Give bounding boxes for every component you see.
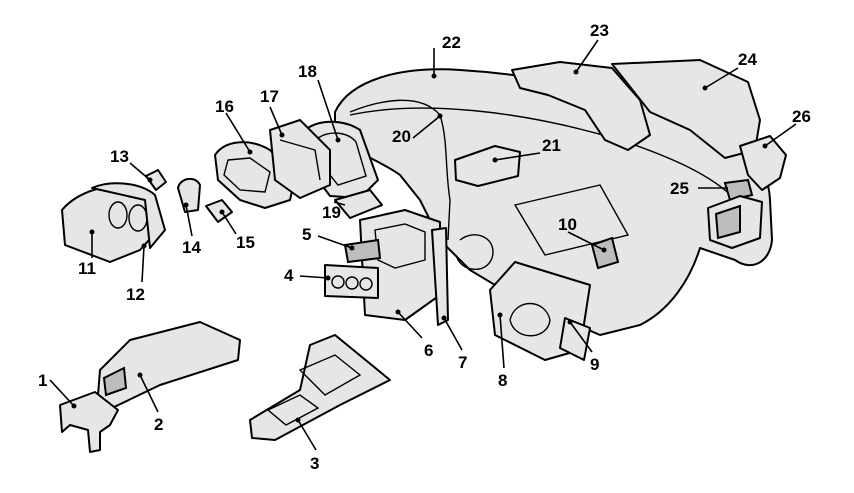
- callout-26: 26: [792, 107, 811, 126]
- switch-knob: [205, 199, 233, 223]
- callout-12: 12: [126, 285, 145, 304]
- glovebox-vent: [590, 236, 620, 270]
- callout-3: 3: [310, 454, 319, 473]
- center-console: [249, 334, 391, 441]
- callout-21: 21: [542, 136, 561, 155]
- air-duct-side: [611, 59, 787, 191]
- small-clip: [145, 169, 167, 191]
- callout-16: 16: [215, 97, 234, 116]
- callout-8: 8: [498, 371, 507, 390]
- callout-1: 1: [38, 371, 47, 390]
- lower-console-box: [489, 261, 591, 361]
- leader-lines: [49, 39, 797, 451]
- callout-25: 25: [670, 179, 689, 198]
- callout-6: 6: [424, 341, 433, 360]
- callout-labels: 1 2 3 4 5 6 7 8 9 10 11 12 13 14 15 16 1…: [38, 21, 811, 473]
- callout-14: 14: [182, 238, 201, 257]
- left-console-cover: [97, 321, 241, 409]
- heater-control-frame: [343, 209, 441, 321]
- center-vent: [454, 145, 521, 187]
- callout-2: 2: [154, 415, 163, 434]
- callout-7: 7: [458, 353, 467, 372]
- callout-20: 20: [392, 127, 411, 146]
- callout-9: 9: [590, 355, 599, 374]
- callout-23: 23: [590, 21, 609, 40]
- callout-15: 15: [236, 233, 255, 252]
- air-duct-center: [511, 61, 651, 151]
- heater-control-panel: [324, 264, 379, 299]
- callout-4: 4: [284, 266, 294, 285]
- callout-19: 19: [322, 203, 341, 222]
- round-gauge: [177, 177, 201, 213]
- callout-13: 13: [110, 147, 129, 166]
- callout-11: 11: [78, 259, 96, 278]
- callout-24: 24: [738, 50, 757, 69]
- callout-18: 18: [298, 62, 317, 81]
- cluster-cover: [269, 119, 331, 199]
- callout-5: 5: [302, 225, 311, 244]
- switch-module: [334, 189, 383, 219]
- center-bracket: [431, 227, 449, 326]
- callout-22: 22: [442, 33, 461, 52]
- side-vent: [707, 178, 763, 249]
- callout-17: 17: [260, 87, 279, 106]
- gauge-hood: [61, 182, 166, 263]
- callout-10: 10: [558, 215, 577, 234]
